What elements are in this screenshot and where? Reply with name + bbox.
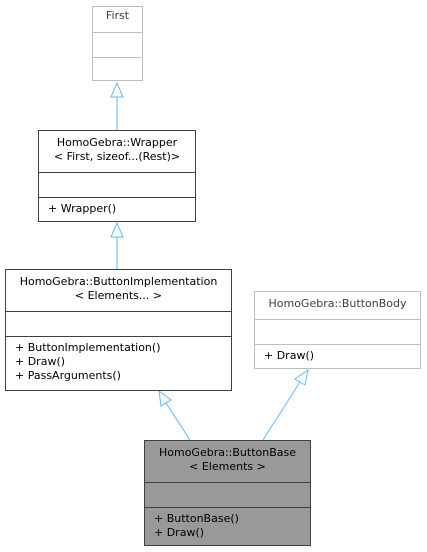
arrowhead-implementation: [158, 389, 172, 407]
class-first[interactable]: First: [92, 6, 143, 81]
operation-button-implementation-draw: + Draw(): [15, 355, 66, 368]
class-wrapper-title-line-2: < First, sizeof...(Rest)>: [53, 150, 181, 163]
class-button-base-title-line-2: < Elements >: [189, 460, 266, 473]
class-button-implementation-title-line-2: < Elements... >: [74, 289, 163, 302]
edge-base-to-implementation: [165, 402, 191, 441]
class-button-body-operations: + Draw(): [255, 344, 420, 368]
arrowhead-first: [110, 81, 124, 98]
operation-button-base-ctor: + ButtonBase(): [154, 512, 239, 525]
edge-base-to-body: [262, 381, 301, 441]
class-button-implementation-operations: + ButtonImplementation() + Draw() + Pass…: [6, 336, 231, 390]
class-button-base-attributes: [145, 482, 310, 507]
class-button-implementation-attributes: [6, 311, 231, 336]
class-button-body-attributes: [255, 319, 420, 344]
class-wrapper-title: HomoGebra::Wrapper < First, sizeof...(Re…: [39, 131, 195, 172]
class-wrapper-title-line-1: HomoGebra::Wrapper: [56, 136, 178, 149]
class-button-body-title-line: HomoGebra::ButtonBody: [268, 297, 407, 310]
operation-button-base-draw: + Draw(): [154, 526, 205, 539]
operation-button-implementation-ctor: + ButtonImplementation(): [15, 341, 161, 354]
class-first-title-line: First: [105, 9, 130, 22]
class-button-base[interactable]: HomoGebra::ButtonBase < Elements > + But…: [144, 440, 311, 546]
operation-button-body-draw: + Draw(): [264, 349, 315, 362]
class-button-implementation[interactable]: HomoGebra::ButtonImplementation < Elemen…: [5, 269, 232, 391]
class-wrapper-operations: + Wrapper(): [39, 197, 195, 221]
operation-button-implementation-pass-arguments: + PassArguments(): [15, 369, 121, 382]
class-first-attributes: [93, 32, 142, 57]
class-button-implementation-title-line-1: HomoGebra::ButtonImplementation: [19, 275, 218, 288]
arrowhead-wrapper: [110, 221, 124, 238]
class-button-base-title-line-1: HomoGebra::ButtonBase: [158, 446, 297, 459]
class-wrapper-attributes: [39, 172, 195, 197]
class-first-operations: [93, 57, 142, 80]
class-button-body-title: HomoGebra::ButtonBody: [255, 292, 420, 319]
class-button-base-operations: + ButtonBase() + Draw(): [145, 507, 310, 545]
arrowhead-body: [294, 368, 309, 386]
class-button-base-title: HomoGebra::ButtonBase < Elements >: [145, 441, 310, 482]
operation-wrapper-ctor: + Wrapper(): [48, 202, 117, 215]
class-button-body[interactable]: HomoGebra::ButtonBody + Draw(): [254, 291, 421, 369]
class-first-title: First: [93, 7, 142, 32]
class-button-implementation-title: HomoGebra::ButtonImplementation < Elemen…: [6, 270, 231, 311]
class-wrapper[interactable]: HomoGebra::Wrapper < First, sizeof...(Re…: [38, 130, 196, 222]
